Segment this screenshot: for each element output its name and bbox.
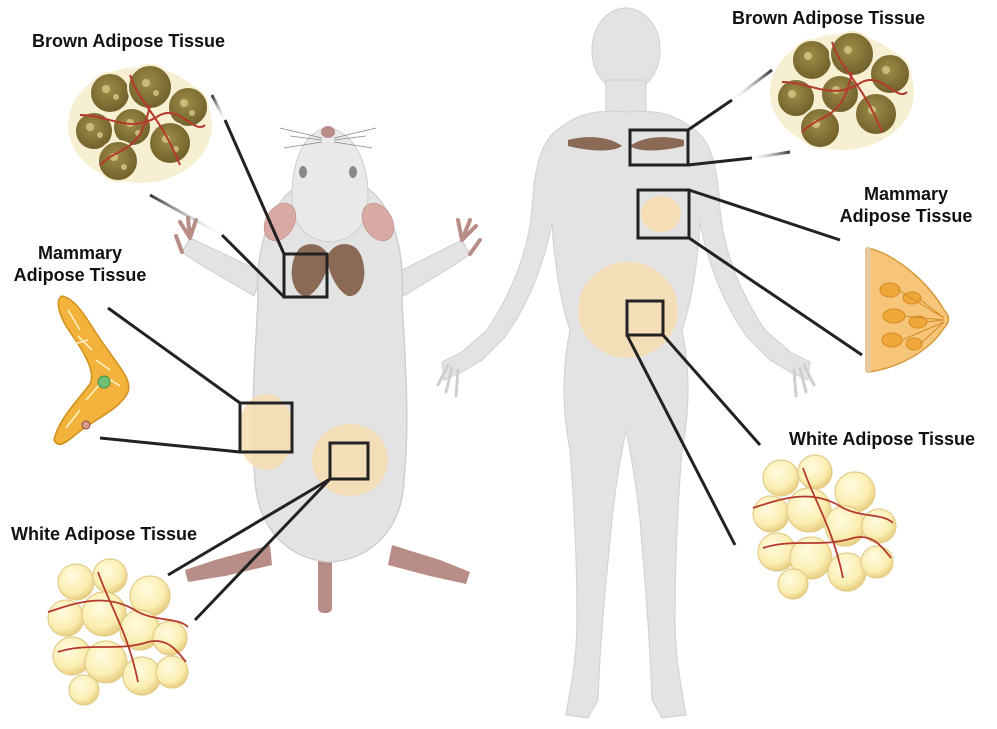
human-breast-cross-section	[868, 248, 949, 372]
label-mouse-brown-adipose: Brown Adipose Tissue	[32, 30, 225, 52]
white-adipocyte-cluster-human	[753, 455, 896, 599]
label-mouse-mammary-line1: Mammary	[6, 242, 154, 264]
mouse-mammary-gland	[54, 296, 129, 444]
label-human-brown-adipose: Brown Adipose Tissue	[732, 7, 925, 29]
label-mouse-mammary-line2: Adipose Tissue	[6, 264, 154, 286]
brown-adipocyte-cluster-human	[770, 32, 914, 150]
label-human-mammary-line1: Mammary	[832, 183, 980, 205]
white-adipocyte-cluster-mouse	[48, 559, 188, 705]
label-human-mammary-line2: Adipose Tissue	[832, 205, 980, 227]
label-human-mammary-adipose: Mammary Adipose Tissue	[832, 183, 980, 227]
label-mouse-white-adipose: White Adipose Tissue	[11, 523, 197, 545]
brown-adipocyte-cluster-mouse	[68, 65, 212, 183]
label-human-white-adipose: White Adipose Tissue	[789, 428, 975, 450]
mouse-figure	[176, 126, 480, 613]
label-mouse-mammary-adipose: Mammary Adipose Tissue	[6, 242, 154, 286]
human-figure	[442, 8, 810, 718]
